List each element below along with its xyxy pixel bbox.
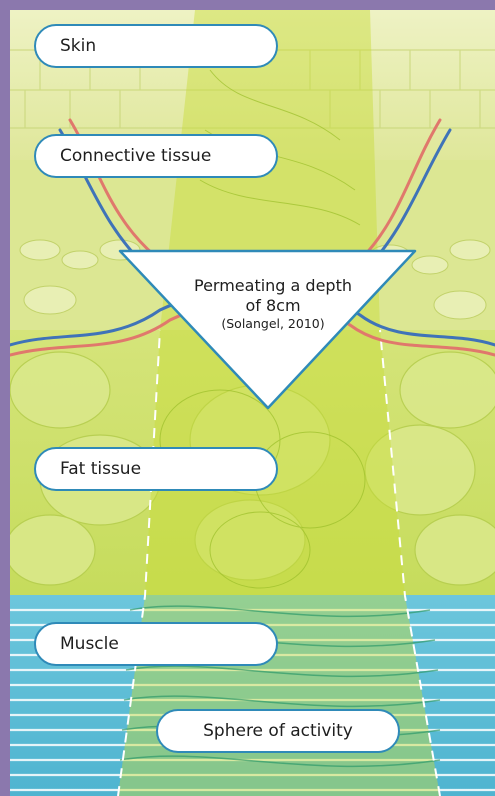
label-connective-tissue: Connective tissue xyxy=(34,134,278,178)
label-muscle: Muscle xyxy=(34,622,278,666)
tissue-cross-section xyxy=(10,10,495,796)
label-skin: Skin xyxy=(34,24,278,68)
label-fat-tissue: Fat tissue xyxy=(34,447,278,491)
depth-text: Permeating a depth of 8cm (Solangel, 201… xyxy=(128,276,418,332)
depth-line-1: Permeating a depth xyxy=(128,276,418,296)
label-sphere-of-activity: Sphere of activity xyxy=(156,709,400,753)
illustration: Skin Connective tissue Fat tissue Muscle… xyxy=(10,10,495,796)
depth-line-2: of 8cm xyxy=(128,296,418,316)
depth-citation: (Solangel, 2010) xyxy=(128,316,418,332)
